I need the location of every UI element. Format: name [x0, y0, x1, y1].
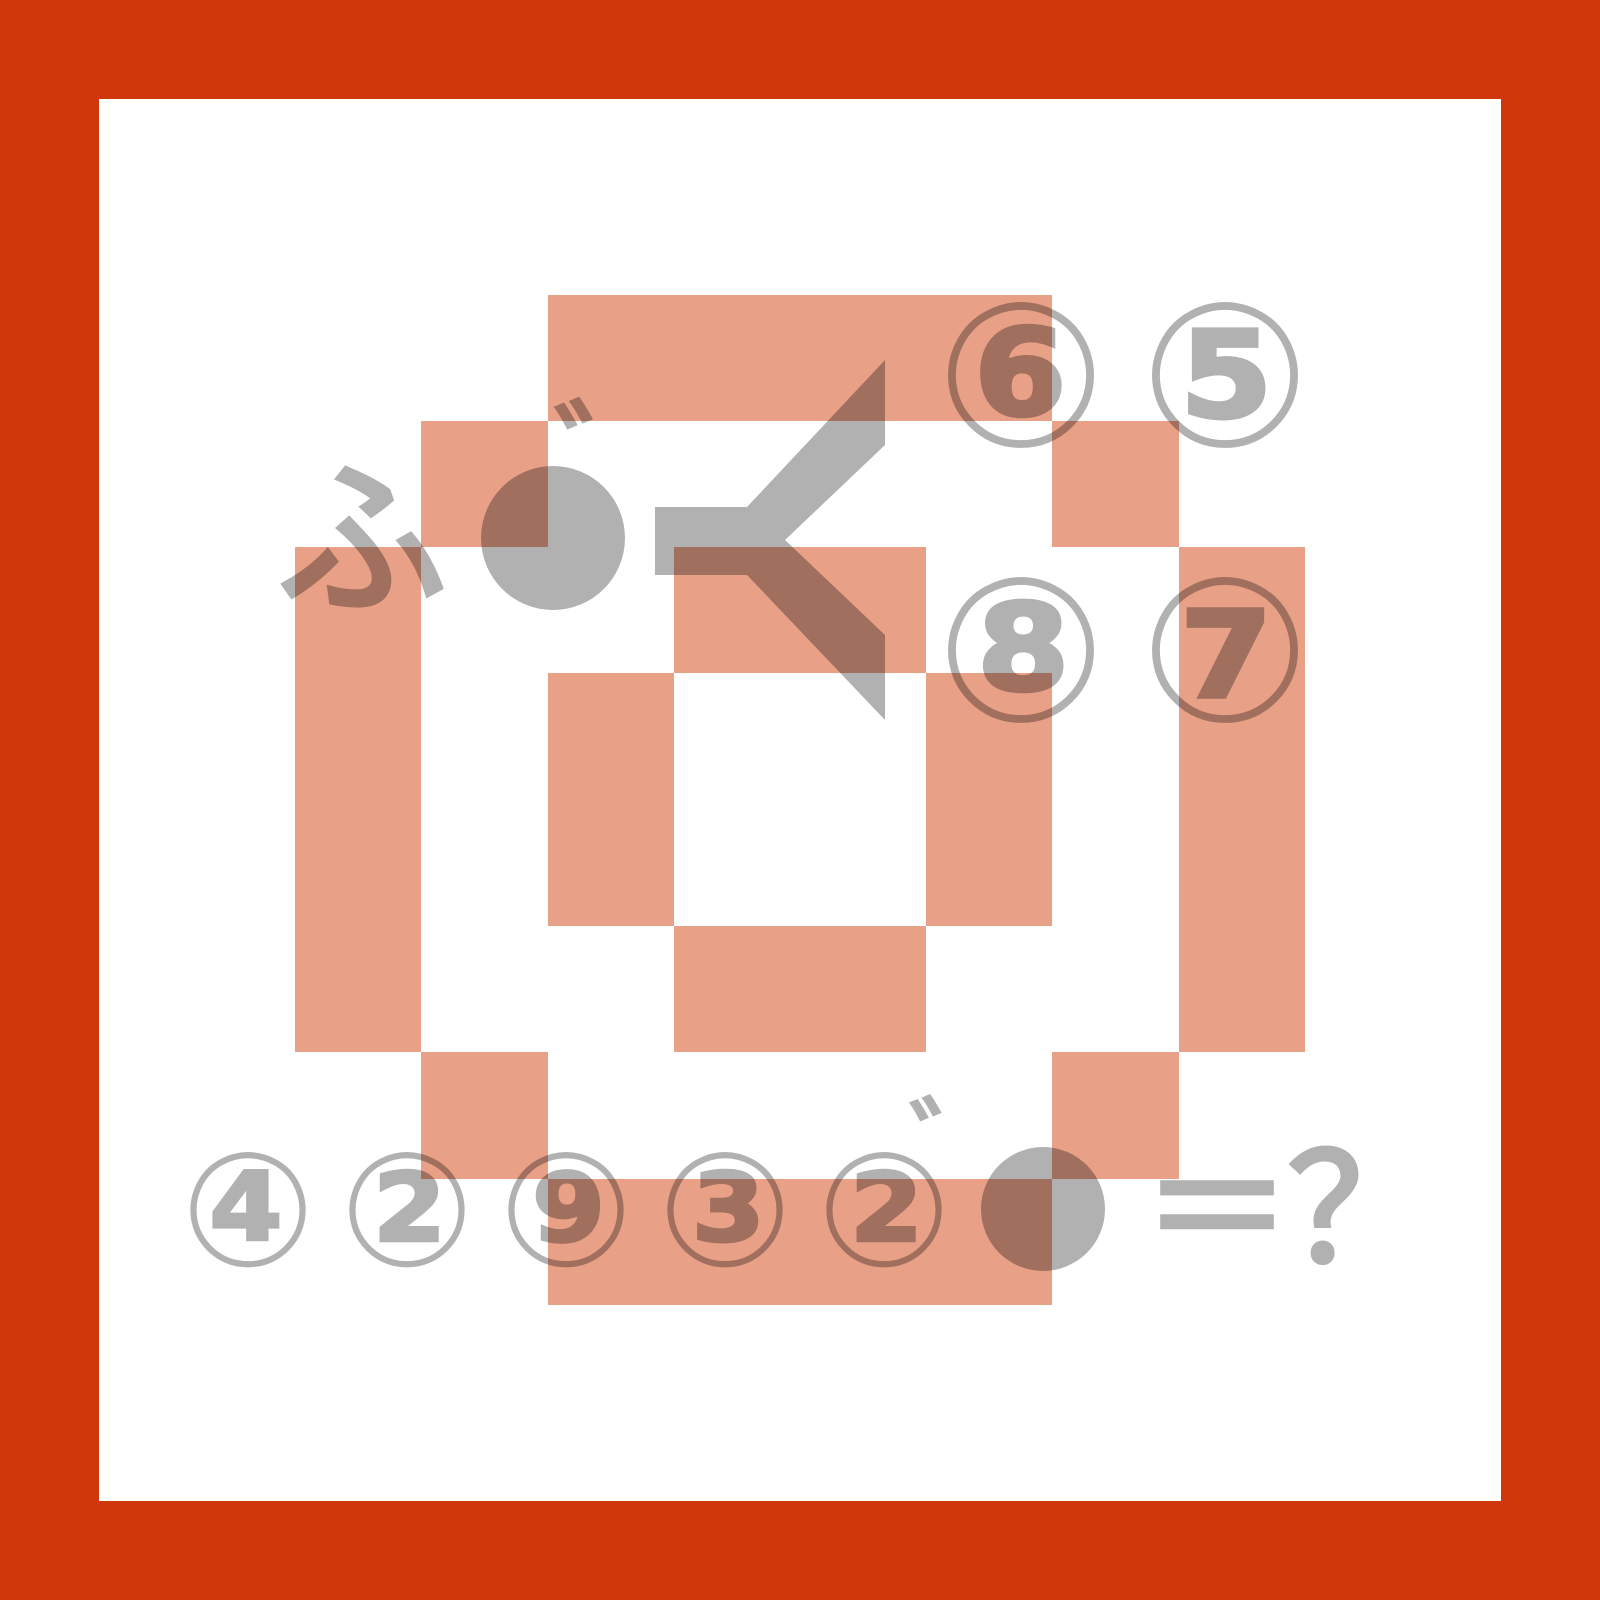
eq-circled-nine: ⑨	[499, 1119, 633, 1303]
pattern-block	[1179, 547, 1305, 1052]
filled-circle	[481, 466, 625, 610]
pattern-block	[421, 1052, 548, 1179]
eq-filled-circle	[981, 1147, 1105, 1271]
pattern-block	[295, 547, 421, 1052]
pattern-block	[1052, 421, 1179, 547]
circled-eight: ⑧	[936, 535, 1105, 768]
eq-question-mark: ？	[1287, 1124, 1437, 1298]
eq-circled-two-first: ②	[340, 1119, 474, 1303]
eq-circled-four: ④	[181, 1119, 315, 1303]
pattern-block	[926, 673, 1052, 926]
circled-five: ⑤	[1140, 260, 1309, 493]
arrow-left-icon	[655, 360, 885, 720]
pattern-block	[548, 295, 1052, 421]
eq-circled-three: ③	[658, 1119, 792, 1303]
eq-equals-sign: ＝	[1142, 1124, 1292, 1298]
circled-seven: ⑦	[1140, 535, 1309, 768]
pattern-block	[674, 926, 926, 1052]
eq-circled-two-second: ②	[817, 1119, 951, 1303]
overlay-glyphs: ふ ゛ ⑥ ⑤ ⑧ ⑦ ④ ② ⑨ ③ ② ゛ ＝ ？	[181, 260, 1437, 1303]
pattern-block	[548, 1179, 1052, 1305]
pattern-block	[548, 673, 674, 926]
pixel-pattern	[295, 295, 1305, 1305]
fu-kana: ふ	[277, 443, 447, 641]
circled-six: ⑥	[936, 260, 1105, 493]
